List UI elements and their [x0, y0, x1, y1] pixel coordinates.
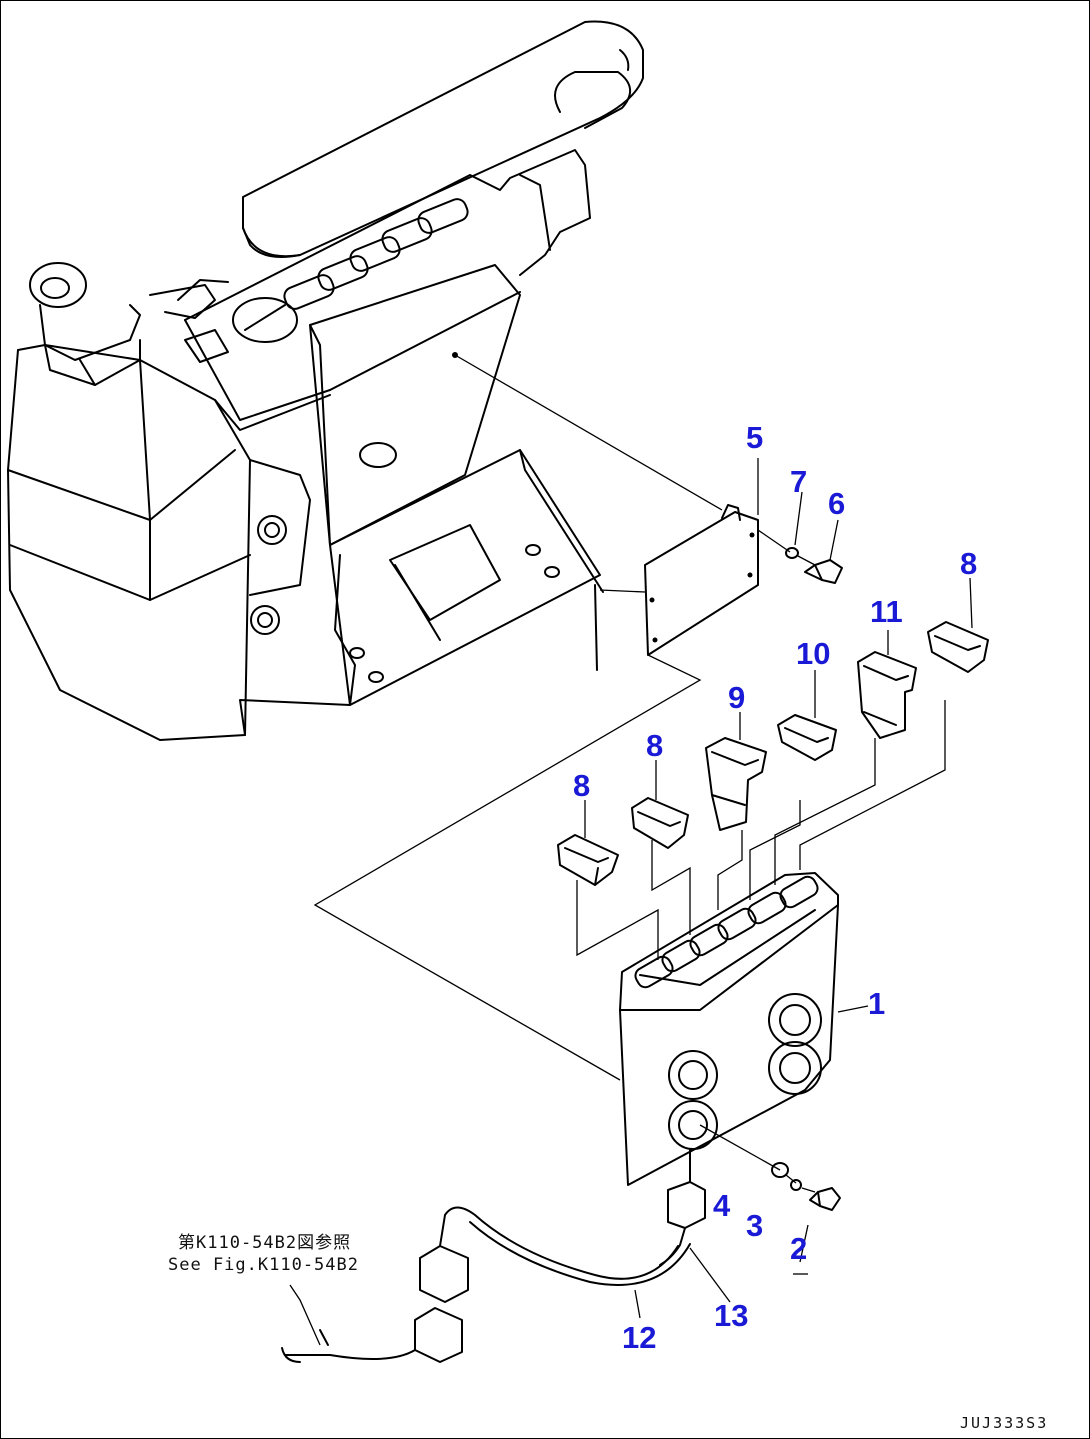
switch-box [619, 872, 839, 1186]
leader-lines [289, 458, 973, 1346]
wire-harness [281, 1149, 706, 1363]
callout-7: 7 [790, 464, 808, 499]
joystick-housing [7, 262, 331, 741]
callout-6: 6 [828, 486, 846, 521]
callout-12: 12 [622, 1320, 657, 1355]
drawing-number: JUJ333S3 [960, 1414, 1049, 1432]
callout-8-middle: 8 [646, 728, 664, 763]
callout-10: 10 [796, 636, 831, 671]
callout-8-upper: 8 [960, 546, 978, 581]
callout-9: 9 [728, 680, 746, 715]
armrest-console [149, 20, 644, 736]
fasteners [771, 547, 843, 1211]
callout-8-lower: 8 [573, 768, 591, 803]
callout-4: 4 [713, 1188, 731, 1223]
assembly-lines [313, 354, 946, 1193]
callout-11: 11 [870, 594, 903, 629]
callout-5: 5 [746, 420, 764, 455]
reference-note-en: See Fig.K110-54B2 [168, 1255, 359, 1275]
callout-1: 1 [868, 986, 886, 1021]
cover-plate [594, 504, 759, 671]
rocker-switches [557, 621, 989, 886]
reference-note-jp: 第K110-54B2図参照 [178, 1233, 352, 1253]
callout-2: 2 [790, 1231, 808, 1266]
callout-13: 13 [714, 1298, 749, 1333]
callout-3: 3 [746, 1208, 764, 1243]
